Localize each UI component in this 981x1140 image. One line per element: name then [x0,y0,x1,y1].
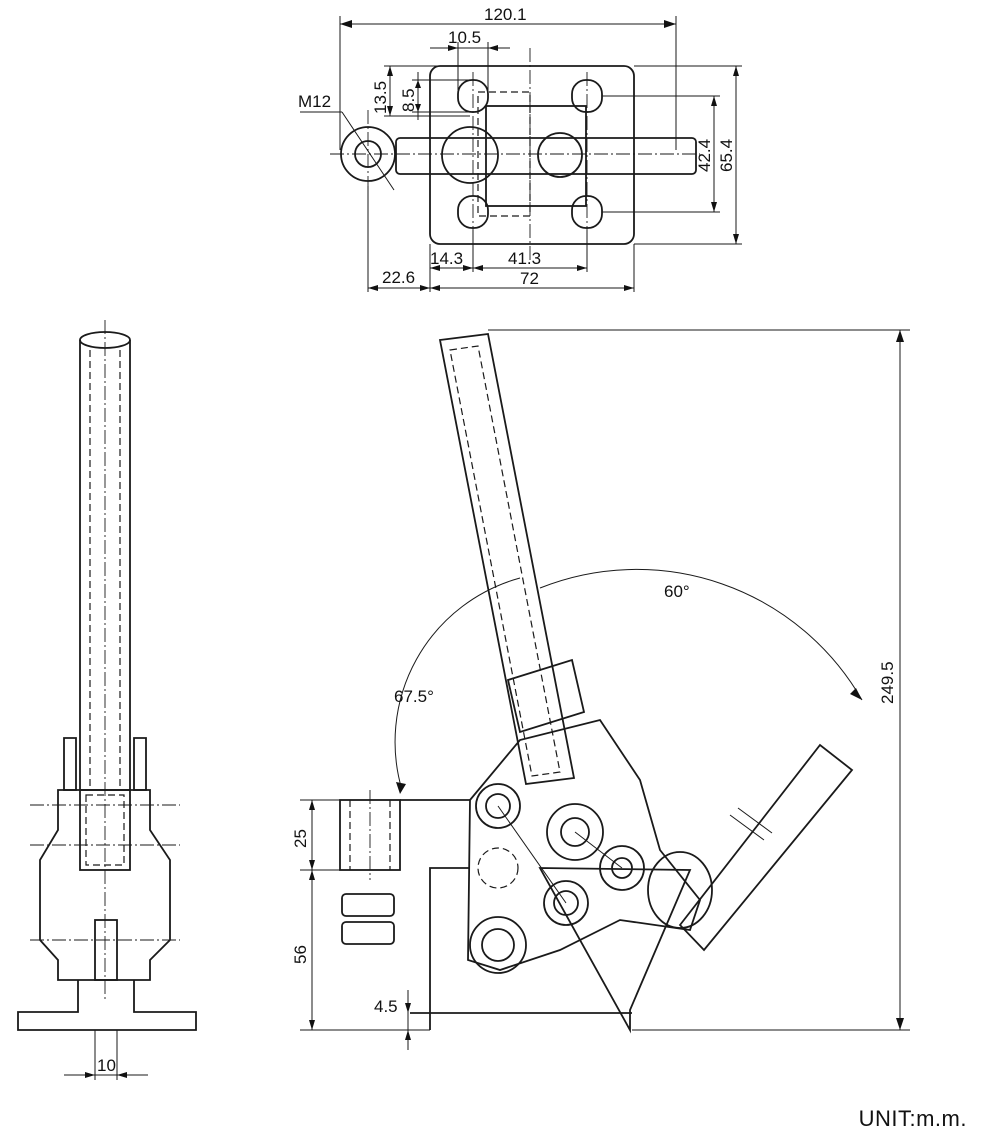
dim-slot-pitch: 13.5 [371,81,390,114]
dim-spindle-base: 56 [291,945,310,964]
dim-hole-spacing-h: 41.3 [508,249,541,268]
top-view [300,16,742,292]
side-view [17,320,197,1080]
dim-plate-height: 65.4 [717,139,736,172]
dim-hole-spacing-v: 42.4 [695,139,714,172]
dim-total-height: 249.5 [878,661,897,704]
dim-side-width: 10 [97,1056,116,1075]
angle-open: 60° [664,582,690,601]
dim-offset-hole: 14.3 [430,249,463,268]
front-view [300,329,910,1050]
dim-offset-left: 22.6 [382,268,415,287]
dim-thread: M12 [298,92,331,111]
unit-label: UNIT:m.m. [858,1106,967,1131]
dim-plate-width: 72 [520,269,539,288]
dim-base-thickness: 4.5 [374,997,398,1016]
dim-top-width: 120.1 [484,5,527,24]
dim-spindle-height: 25 [291,829,310,848]
dim-slot-height: 8.5 [399,88,418,112]
angle-handle: 67.5° [394,687,434,706]
dim-slot-width: 10.5 [448,28,481,47]
